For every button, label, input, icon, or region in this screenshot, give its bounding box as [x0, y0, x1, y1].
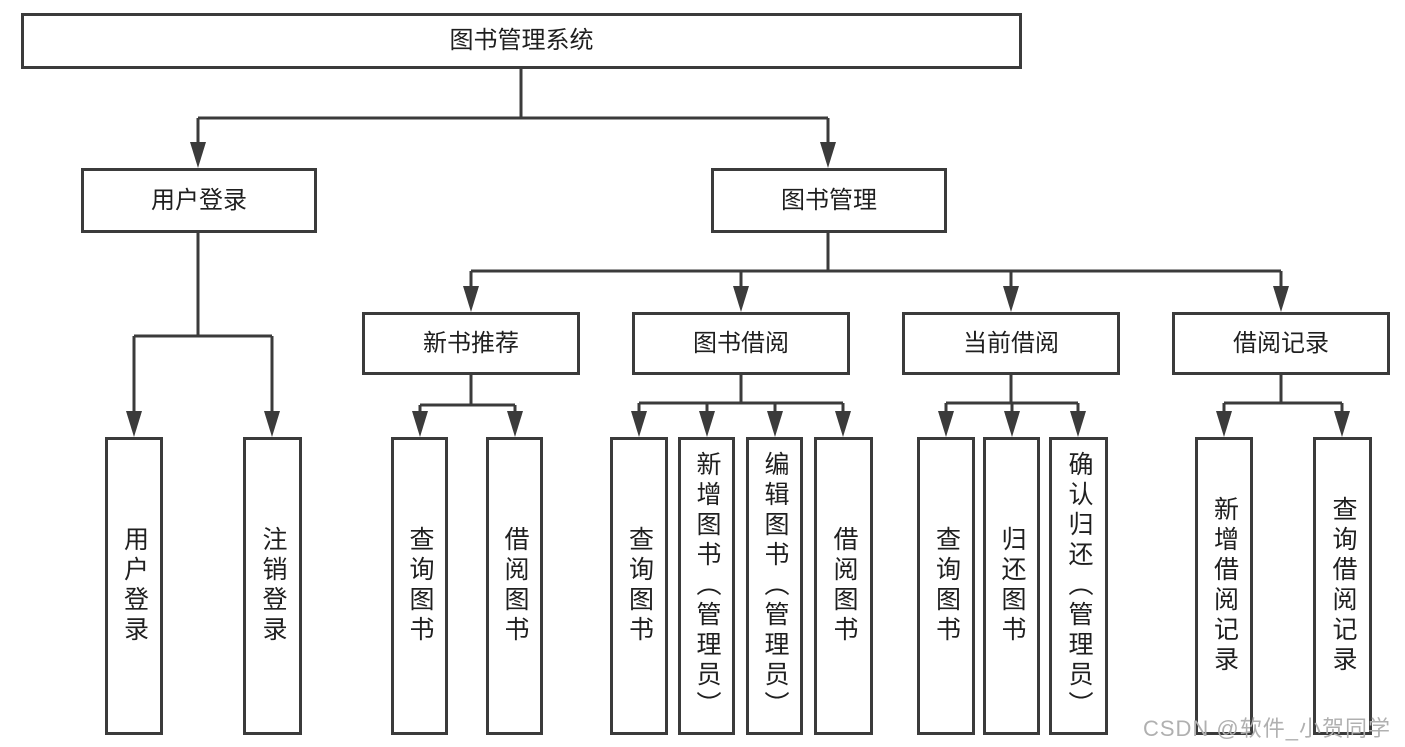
node-borrowing-records: 借阅记录: [1172, 312, 1390, 375]
connector-new-book-children: [412, 375, 523, 437]
connector-borrow-records-children: [1216, 375, 1350, 437]
leaf-query-books-recommend: 查询图书: [391, 437, 448, 735]
connector-book-borrow-children: [631, 375, 851, 437]
node-book-borrowing: 图书借阅: [632, 312, 850, 375]
node-new-book-recommendation: 新书推荐: [362, 312, 580, 375]
leaf-user-login: 用户登录: [105, 437, 163, 735]
connector-book-mgmt-to-level3: [463, 233, 1289, 312]
leaf-query-books-borrow: 查询图书: [610, 437, 668, 735]
leaf-query-borrow-record: 查询借阅记录: [1313, 437, 1372, 735]
node-current-borrowing: 当前借阅: [902, 312, 1120, 375]
leaf-borrow-books: 借阅图书: [814, 437, 873, 735]
leaf-edit-books-admin: 编辑图书（管理员）: [746, 437, 803, 735]
connector-user-login-children: [126, 233, 280, 437]
leaf-query-books-current: 查询图书: [917, 437, 975, 735]
leaf-confirm-return-admin: 确认归还（管理员）: [1049, 437, 1108, 735]
leaf-borrow-books-recommend: 借阅图书: [486, 437, 543, 735]
node-book-management-system: 图书管理系统: [21, 13, 1022, 69]
node-book-management: 图书管理: [711, 168, 947, 233]
connector-root-to-level2: [190, 69, 836, 168]
leaf-logout: 注销登录: [243, 437, 302, 735]
leaf-return-books: 归还图书: [983, 437, 1040, 735]
leaf-add-borrow-record: 新增借阅记录: [1195, 437, 1253, 735]
csdn-watermark: CSDN @软件_小贺同学: [1142, 716, 1391, 741]
connector-current-borrow-children: [938, 375, 1086, 437]
node-user-login: 用户登录: [81, 168, 317, 233]
leaf-add-books-admin: 新增图书（管理员）: [678, 437, 735, 735]
